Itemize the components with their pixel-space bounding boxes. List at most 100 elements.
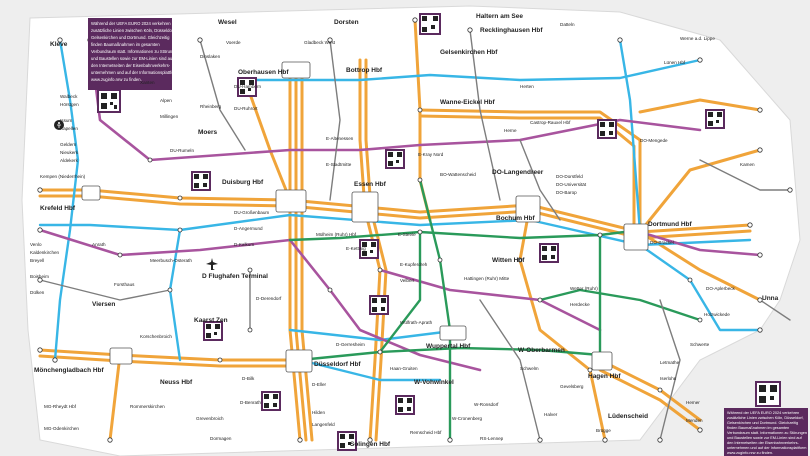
- hub-label-dlangendreer: DO-Langendreer: [492, 169, 544, 176]
- hub-label-wuppertal: Wuppertal Hbf: [426, 343, 471, 350]
- station-dot: [787, 187, 793, 193]
- orange-lines: [38, 18, 762, 442]
- station-label-korschenbroich: Korschenbroich: [140, 334, 172, 339]
- hub-label-essen: Essen Hbf: [354, 181, 387, 188]
- station-label-herdecke: Herdecke: [570, 302, 590, 307]
- info-panel-bottom: Während der UEFA EURO 2024 verkehren zus…: [724, 408, 808, 456]
- station-label-gelderen: Geldern: [60, 142, 77, 147]
- orange-line-t: [598, 368, 702, 432]
- station-dot: [217, 357, 223, 363]
- qr-code-icon[interactable]: [539, 243, 559, 263]
- hub-label-moers: Moers: [198, 129, 218, 136]
- station-label-bilk: D-Bilk: [242, 376, 255, 381]
- orange-line-e: [300, 68, 314, 442]
- hub-label-woberbarmen: W-Oberbarmen: [518, 347, 565, 354]
- hub-label-duisburg: Duisburg Hbf: [222, 179, 264, 186]
- station-dot: [587, 367, 593, 373]
- hub-label-bottrop: Bottrop Hbf: [346, 67, 383, 74]
- station-dot: [177, 227, 183, 233]
- station-dot: [297, 437, 303, 443]
- station-dot: [467, 27, 473, 33]
- hub-box-oberhausen: [281, 61, 311, 79]
- purple-line-e: [638, 230, 762, 257]
- grey-lines: [39, 29, 791, 441]
- green-line-d: [538, 288, 702, 322]
- purple-lines: [38, 38, 762, 372]
- station-label-barop: DO-Barop: [556, 190, 577, 195]
- qr-code-icon[interactable]: [395, 395, 415, 415]
- station-label-hilden: Hilden: [312, 410, 325, 415]
- info-panel-line: den Internetseiten der Eisenbahnverkehrs…: [91, 63, 171, 68]
- hub-box-hagen: [591, 351, 613, 371]
- station-label-wetter: Wetter (Ruhr): [570, 286, 598, 291]
- orange-line-k: [418, 114, 636, 234]
- airplane-icon: [206, 258, 218, 270]
- hub-box-duesseldorf: [285, 349, 313, 373]
- green-line-b: [298, 346, 602, 362]
- svg-text:Während der UEFA EURO 2024 ver: Während der UEFA EURO 2024 verkehren zus…: [91, 21, 180, 82]
- qr-code-icon[interactable]: [359, 239, 379, 259]
- station-dot: [657, 437, 663, 443]
- hub-labels: Oberhausen Hbf Duisburg Hbf Essen Hbf Bo…: [34, 13, 779, 448]
- qr-code-icon[interactable]: [369, 295, 389, 315]
- station-dot: [37, 187, 43, 193]
- station-label-iserlohn: Iserlohn: [660, 376, 677, 381]
- info-panel-line: www.zuginfo.nrw zu finden.: [727, 451, 773, 455]
- qr-code-icon[interactable]: [261, 391, 281, 411]
- orange-line-n: [38, 348, 302, 362]
- station-dot: [517, 257, 523, 263]
- qr-code-icon[interactable]: [705, 109, 725, 129]
- orange-line-r: [638, 98, 762, 114]
- hub-label-duesseldorf: Düsseldorf Hbf: [314, 361, 361, 368]
- qr-code-icon[interactable]: [755, 381, 781, 407]
- station-label-ronsdorf: W-Ronsdorf: [474, 402, 499, 407]
- qr-code-icon[interactable]: [419, 13, 441, 35]
- grey-line-c: [469, 29, 501, 201]
- station-dot: [757, 327, 763, 333]
- station-label-schwelm: Schwelm: [520, 366, 539, 371]
- station-label-breyell: Breyell: [30, 258, 44, 263]
- hub-label-krefeld: Krefeld Hbf: [40, 205, 76, 212]
- info-panel-line: Während der UEFA EURO 2024 verkehren: [727, 411, 799, 415]
- hub-label-kaarst: Kaarst Zen: [194, 317, 228, 324]
- station-label-cronenberg: W-Cronenberg: [452, 416, 482, 421]
- station-dot: [117, 252, 123, 258]
- grey-line-e: [479, 299, 541, 441]
- info-panel-line: Verbundraum statt. Informationen zu Stör…: [727, 431, 807, 435]
- station-label-letmathe: Letmathe: [660, 360, 680, 365]
- station-dot: [617, 37, 623, 43]
- hub-label-wvohwinkel: W-Vohwinkel: [414, 379, 454, 386]
- info-panel-line: den Internetseiten der Eisenbahnverkehrs…: [727, 441, 799, 445]
- info-panel-line: und Baustellen sowie zur EM-Linien sind …: [91, 56, 174, 61]
- station-dot: [327, 37, 333, 43]
- grey-line-d: [519, 139, 561, 221]
- qr-code-icon[interactable]: [191, 171, 211, 191]
- qr-code-icon[interactable]: [385, 149, 405, 169]
- station-label-dorstfeld: DO-Dorstfeld: [556, 174, 583, 179]
- hub-label-neuss: Neuss Hbf: [160, 379, 193, 386]
- purple-line-c: [288, 238, 482, 372]
- station-dot: [757, 297, 763, 303]
- info-panel-line: unternehmen und auf der Informationsplat…: [727, 446, 806, 450]
- qr-code-icon[interactable]: [597, 119, 617, 139]
- orange-line-m: [518, 203, 607, 442]
- station-dot: [377, 349, 383, 355]
- green-line-a: [288, 228, 642, 242]
- qr-code-icon[interactable]: [337, 431, 357, 451]
- qr-code-icon[interactable]: [203, 321, 223, 341]
- station-label-walbeck: Walbeck: [60, 94, 78, 99]
- station-dot: [417, 229, 423, 235]
- hub-box-essen: [351, 191, 379, 223]
- station-label-brackel: DO-Brackel: [650, 240, 674, 245]
- station-label-gruiten: Haan-Gruiten: [390, 366, 418, 371]
- qr-code-icon[interactable]: [97, 89, 121, 113]
- info-panel-line: finden Baumaßnahmen im gesamten: [727, 426, 789, 430]
- orange-line-q: [638, 148, 762, 234]
- hub-label-dortmund: Dortmund Hbf: [648, 221, 693, 228]
- station-label-herne: Herne: [504, 128, 517, 133]
- qr-code-icon[interactable]: [237, 77, 257, 97]
- blue-line-b: [53, 38, 80, 362]
- station-dot: [537, 297, 543, 303]
- station-dot: [747, 222, 753, 228]
- station-label-derendorf: D-Derendorf: [256, 296, 282, 301]
